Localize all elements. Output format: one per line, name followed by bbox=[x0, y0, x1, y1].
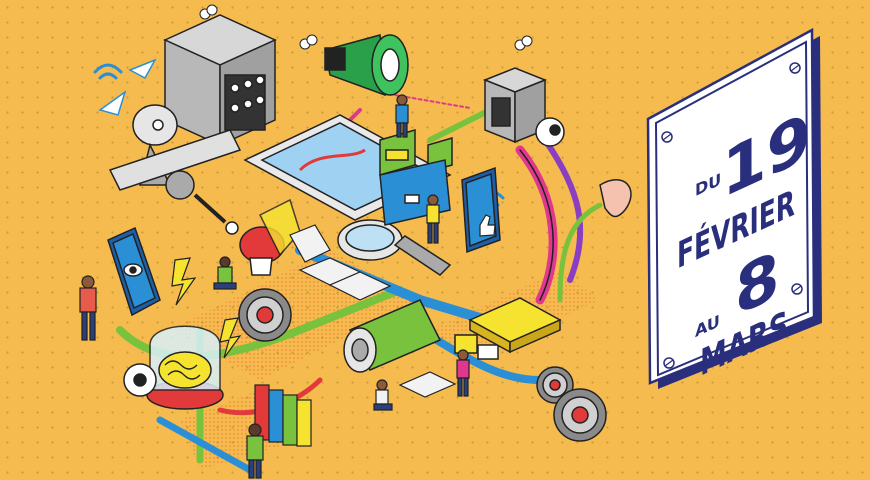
server-box-right bbox=[482, 67, 548, 144]
person-figure bbox=[456, 349, 470, 397]
lightning-icon bbox=[171, 257, 242, 359]
phone-left bbox=[107, 226, 161, 317]
conveyor-belt bbox=[108, 129, 242, 235]
circuit-board bbox=[468, 297, 562, 354]
speech-bubble-icon bbox=[379, 129, 499, 360]
ear-icon bbox=[599, 179, 632, 218]
person-figure bbox=[246, 423, 264, 479]
paper-plane-icon bbox=[98, 58, 157, 116]
person-figure bbox=[426, 194, 440, 244]
magnifier-icon bbox=[337, 219, 452, 276]
person-figure bbox=[373, 379, 393, 411]
green-cylinder bbox=[343, 299, 442, 373]
server-box-left bbox=[163, 14, 277, 147]
megaphone-icon bbox=[324, 34, 409, 97]
eye-icon bbox=[535, 117, 565, 147]
newspaper-icon bbox=[289, 224, 457, 398]
person-figure bbox=[213, 256, 237, 290]
gear-icon bbox=[123, 288, 607, 442]
steam-puff bbox=[199, 4, 533, 51]
phone-right bbox=[461, 166, 501, 254]
person-figure bbox=[395, 94, 409, 138]
person-figure bbox=[79, 275, 97, 341]
thumbs-up-icon bbox=[479, 214, 496, 237]
brain-icon bbox=[146, 325, 224, 410]
book-icon bbox=[254, 384, 312, 447]
